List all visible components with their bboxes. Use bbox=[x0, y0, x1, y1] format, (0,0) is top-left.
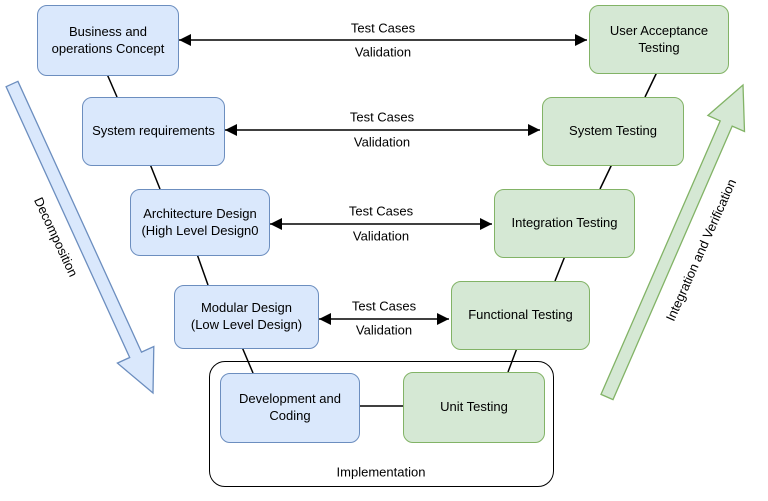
integration-verification-arrow bbox=[600, 83, 746, 401]
box-user-acceptance-testing: User Acceptance Testing bbox=[589, 5, 729, 74]
connector-sysreq-architecture bbox=[149, 163, 161, 190]
connector-modular-development bbox=[241, 346, 254, 374]
box-business-operations-concept: Business and operations Concept bbox=[37, 5, 179, 76]
test-cases-label-2: Test Cases bbox=[349, 109, 415, 125]
connector-systest-integration bbox=[599, 163, 613, 190]
implementation-label: Implementation bbox=[336, 464, 426, 480]
box-modular-design: Modular Design (Low Level Design) bbox=[174, 285, 319, 349]
box-integration-testing: Integration Testing bbox=[494, 189, 635, 258]
connector-uat-systest bbox=[644, 71, 658, 98]
connector-integration-functional bbox=[554, 255, 566, 282]
box-development-coding: Development and Coding bbox=[220, 373, 360, 443]
connector-business-sysreq bbox=[106, 73, 118, 98]
test-cases-label-4: Test Cases bbox=[351, 298, 417, 314]
connector-architecture-modular bbox=[196, 253, 209, 286]
box-functional-testing: Functional Testing bbox=[451, 281, 590, 350]
test-cases-label-3: Test Cases bbox=[348, 203, 414, 219]
validation-label-3: Validation bbox=[352, 228, 410, 244]
box-system-requirements: System requirements bbox=[82, 97, 225, 166]
box-system-testing: System Testing bbox=[542, 97, 684, 166]
validation-label-1: Validation bbox=[354, 44, 412, 60]
validation-label-2: Validation bbox=[353, 134, 411, 150]
decomposition-arrow bbox=[5, 80, 155, 395]
connector-functional-unittest bbox=[507, 347, 518, 373]
test-cases-label-1: Test Cases bbox=[350, 20, 416, 36]
validation-label-4: Validation bbox=[355, 322, 413, 338]
box-unit-testing: Unit Testing bbox=[403, 372, 545, 443]
box-architecture-design: Architecture Design (High Level Design0 bbox=[130, 189, 270, 256]
